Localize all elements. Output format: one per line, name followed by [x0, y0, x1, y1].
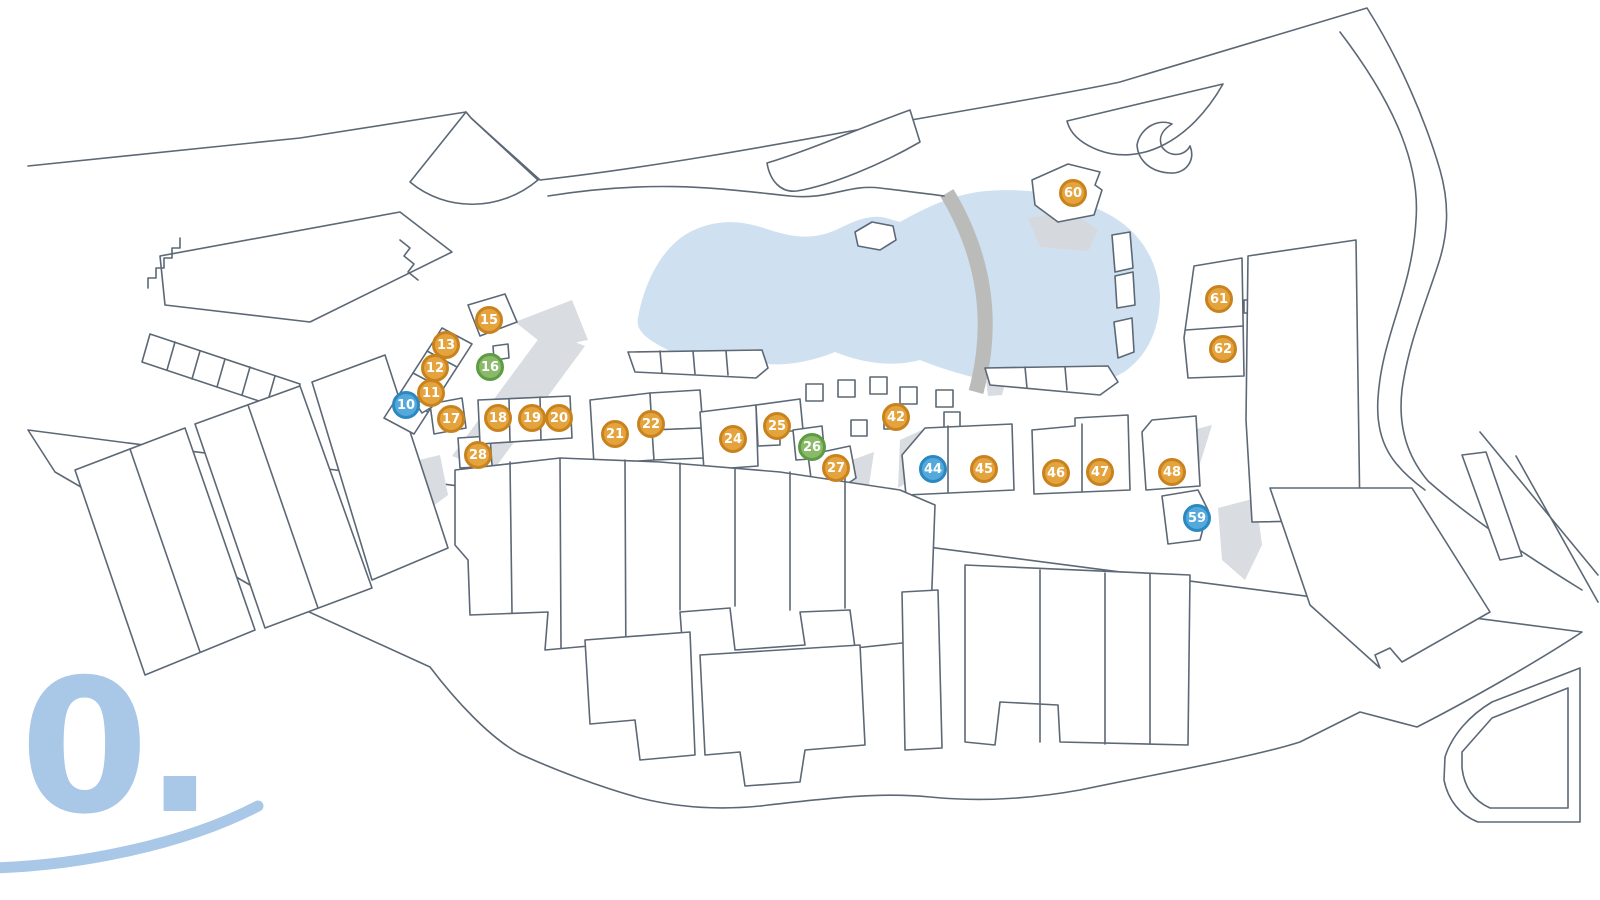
- map-marker-24[interactable]: 24: [719, 425, 747, 453]
- site-boundary: [27, 7, 1583, 809]
- map-marker-26[interactable]: 26: [798, 433, 826, 461]
- map-marker-44[interactable]: 44: [919, 455, 947, 483]
- map-marker-13[interactable]: 13: [432, 331, 460, 359]
- floor-label-swoosh: [0, 800, 264, 874]
- map-marker-46[interactable]: 46: [1042, 459, 1070, 487]
- map-marker-18[interactable]: 18: [484, 404, 512, 432]
- promenade-line: [547, 185, 945, 198]
- right-road-inner: [1339, 31, 1426, 491]
- map-marker-47[interactable]: 47: [1086, 458, 1114, 486]
- map-marker-61[interactable]: 61: [1205, 285, 1233, 313]
- map-marker-20[interactable]: 20: [545, 404, 573, 432]
- map-marker-45[interactable]: 45: [970, 455, 998, 483]
- map-marker-19[interactable]: 19: [518, 404, 546, 432]
- bottom-right-road-b: [1515, 455, 1599, 603]
- lake-piers: [627, 163, 1136, 396]
- map-marker-17[interactable]: 17: [437, 405, 465, 433]
- map-marker-15[interactable]: 15: [475, 306, 503, 334]
- floor-level-label: 0.: [20, 639, 215, 855]
- map-marker-16[interactable]: 16: [476, 353, 504, 381]
- bottom-right-road-a: [1479, 431, 1599, 576]
- map-marker-22[interactable]: 22: [637, 410, 665, 438]
- bridge: [940, 189, 993, 394]
- buildings-upper-left: [141, 211, 453, 413]
- top-landscape-shapes: [409, 83, 1224, 205]
- map-marker-28[interactable]: 28: [464, 441, 492, 469]
- map-marker-48[interactable]: 48: [1158, 458, 1186, 486]
- map-marker-21[interactable]: 21: [601, 420, 629, 448]
- map-marker-10[interactable]: 10: [392, 391, 420, 419]
- buildings-south-east: [1269, 451, 1581, 823]
- map-marker-62[interactable]: 62: [1209, 335, 1237, 363]
- map-marker-42[interactable]: 42: [882, 403, 910, 431]
- map-marker-60[interactable]: 60: [1059, 179, 1087, 207]
- map-marker-12[interactable]: 12: [421, 354, 449, 382]
- map-marker-11[interactable]: 11: [417, 379, 445, 407]
- buildings-central-south: [454, 457, 1191, 787]
- buildings-lower-left: [74, 354, 449, 676]
- map-marker-25[interactable]: 25: [763, 412, 791, 440]
- map-marker-27[interactable]: 27: [822, 454, 850, 482]
- lake: [637, 190, 1160, 389]
- lake-shore-shade: [1028, 211, 1098, 251]
- map-marker-59[interactable]: 59: [1183, 504, 1211, 532]
